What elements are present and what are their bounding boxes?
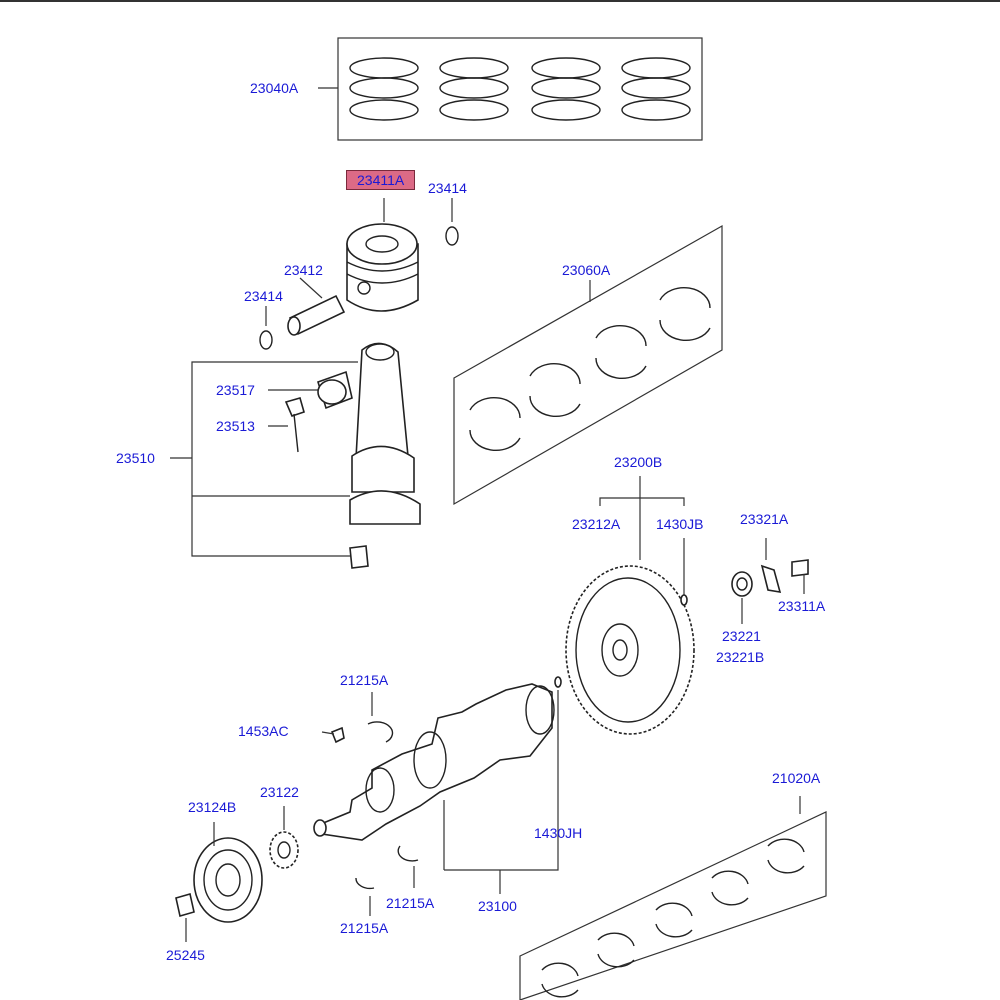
snap-ring-top — [445, 226, 459, 246]
top-border — [0, 0, 1000, 2]
label-23517[interactable]: 23517 — [216, 382, 255, 398]
label-25245[interactable]: 25245 — [166, 947, 205, 963]
label-23221B[interactable]: 23221B — [716, 649, 765, 665]
label-23411A-highlighted[interactable]: 23411A — [346, 170, 416, 190]
label-23200B[interactable]: 23200B — [614, 454, 663, 470]
conrod-bearing-panel — [519, 796, 827, 1000]
label-23100[interactable]: 23100 — [478, 898, 517, 914]
label-1453AC[interactable]: 1453AC — [238, 723, 289, 739]
crankshaft — [313, 676, 562, 894]
label-23311A[interactable]: 23311A — [778, 598, 826, 614]
piston-pin — [287, 277, 346, 336]
label-21215A-bottom[interactable]: 21215A — [340, 920, 389, 936]
label-23060A[interactable]: 23060A — [562, 262, 611, 278]
label-23040A[interactable]: 23040A — [250, 80, 299, 96]
label-1430JB[interactable]: 1430JB — [656, 516, 704, 532]
label-23212A[interactable]: 23212A — [572, 516, 621, 532]
snap-ring-left — [259, 330, 273, 350]
main-bearing-panel — [453, 224, 723, 506]
label-23412[interactable]: 23412 — [284, 262, 323, 278]
label-21215A-top[interactable]: 21215A — [340, 672, 389, 688]
flywheel-group — [565, 476, 695, 735]
label-23122[interactable]: 23122 — [260, 784, 299, 800]
label-23414-top[interactable]: 23414 — [428, 180, 467, 196]
label-21020A[interactable]: 21020A — [772, 770, 821, 786]
label-23321A[interactable]: 23321A — [740, 511, 789, 527]
piston-ring-set — [318, 37, 703, 141]
label-23221[interactable]: 23221 — [722, 628, 761, 644]
label-23513[interactable]: 23513 — [216, 418, 255, 434]
piston — [346, 198, 419, 312]
connecting-rod — [284, 342, 421, 569]
label-23124B[interactable]: 23124B — [188, 799, 237, 815]
timing-gear-and-pulley — [175, 806, 299, 942]
label-21215A-mid[interactable]: 21215A — [386, 895, 435, 911]
label-23414-left[interactable]: 23414 — [244, 288, 283, 304]
flywheel-bolt-parts — [731, 538, 809, 624]
label-23510[interactable]: 23510 — [116, 450, 155, 466]
conrod-bracket — [170, 361, 358, 557]
label-1430JH[interactable]: 1430JH — [534, 825, 583, 841]
thrust-washers — [321, 692, 419, 916]
